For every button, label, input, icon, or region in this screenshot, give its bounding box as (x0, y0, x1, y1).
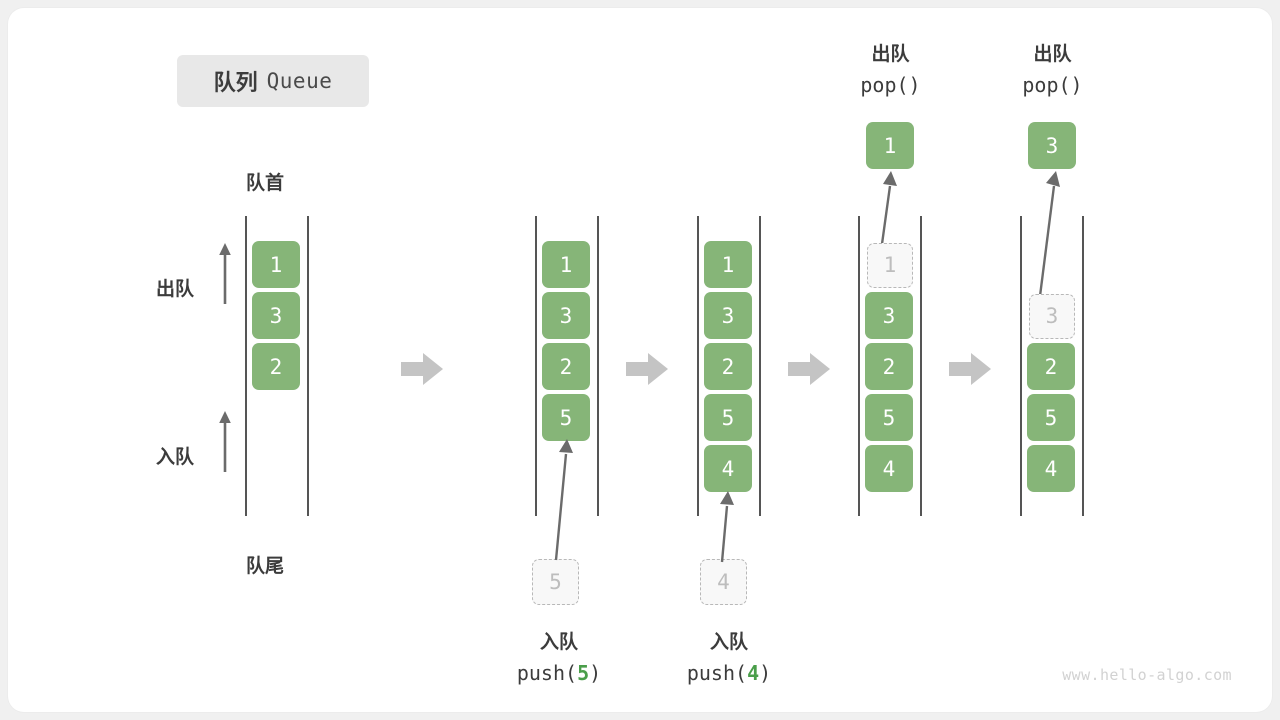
step-arrow-icon (626, 353, 668, 385)
queue-rail-right (307, 216, 309, 516)
queue-tail-label: 队尾 (246, 556, 285, 577)
queue-rail-left (245, 216, 247, 516)
queue-item: 5 (704, 394, 752, 441)
pop-arrow-3-icon (1038, 171, 1060, 297)
queue-rail-left (697, 216, 699, 516)
pop-3-caption: 出队 pop() (960, 40, 1145, 100)
watermark: www.hello-algo.com (1062, 666, 1232, 684)
step-arrow-icon (401, 353, 443, 385)
dequeue-direction-label: 出队 (156, 279, 195, 300)
pop-3-caption-cn: 出队 (1033, 44, 1072, 65)
queue-item-new: 5 (542, 394, 590, 441)
push-4-caption-code: push(4) (686, 661, 772, 685)
queue-rail-right (1082, 216, 1084, 516)
push-arrow-5-icon (554, 439, 573, 561)
enqueue-direction-arrow-icon (219, 411, 231, 472)
diagram-title-badge: 队列 Queue (177, 55, 369, 107)
push-5-value: 5 (577, 661, 590, 685)
push-5-caption-code: push(5) (516, 661, 602, 685)
push-4-value: 4 (747, 661, 760, 685)
queue-item: 5 (1027, 394, 1075, 441)
ghost-item-pop-3: 3 (1028, 293, 1076, 340)
queue-rail-right (920, 216, 922, 516)
queue-head-label: 队首 (246, 173, 285, 194)
queue-rail-right (759, 216, 761, 516)
step-arrow-icon (788, 353, 830, 385)
title-cn: 队列 (213, 70, 258, 95)
ghost-item-pop-1: 1 (866, 242, 914, 289)
queue-rail-right (597, 216, 599, 516)
queue-item: 2 (1027, 343, 1075, 390)
title-en: Queue (266, 69, 333, 93)
queue-item: 4 (865, 445, 913, 492)
queue-item: 2 (704, 343, 752, 390)
queue-item-new: 4 (704, 445, 752, 492)
pop-1-caption-code: pop() (860, 73, 921, 97)
push-5-caption: 入队 push(5) (464, 628, 654, 688)
queue-item: 3 (704, 292, 752, 339)
queue-item: 5 (865, 394, 913, 441)
queue-item: 4 (1027, 445, 1075, 492)
queue-item: 2 (252, 343, 300, 390)
dequeue-direction-arrow-icon (219, 243, 231, 304)
push-arrow-4-icon (720, 491, 734, 563)
push-4-caption: 入队 push(4) (634, 628, 824, 688)
step-arrow-icon (949, 353, 991, 385)
push-5-caption-cn: 入队 (539, 632, 578, 653)
queue-item: 3 (865, 292, 913, 339)
queue-item: 1 (542, 241, 590, 288)
ghost-item-push-5: 5 (532, 559, 579, 605)
queue-rail-left (858, 216, 860, 516)
queue-item: 2 (865, 343, 913, 390)
pop-arrow-1-icon (880, 171, 897, 245)
queue-item: 2 (542, 343, 590, 390)
pop-1-caption: 出队 pop() (798, 40, 983, 100)
pop-1-caption-cn: 出队 (871, 44, 910, 65)
queue-rail-left (535, 216, 537, 516)
enqueue-direction-label: 入队 (156, 447, 195, 468)
queue-item: 1 (252, 241, 300, 288)
push-4-caption-cn: 入队 (709, 632, 748, 653)
pop-3-caption-code: pop() (1022, 73, 1083, 97)
queue-item: 3 (542, 292, 590, 339)
diagram-card: 队列 Queue 队首 队尾 出队 入队 1 3 2 1 3 2 5 5 (8, 8, 1272, 712)
queue-item: 1 (704, 241, 752, 288)
popped-item-1: 1 (866, 122, 914, 169)
queue-rail-left (1020, 216, 1022, 516)
queue-item: 3 (252, 292, 300, 339)
popped-item-3: 3 (1028, 122, 1076, 169)
